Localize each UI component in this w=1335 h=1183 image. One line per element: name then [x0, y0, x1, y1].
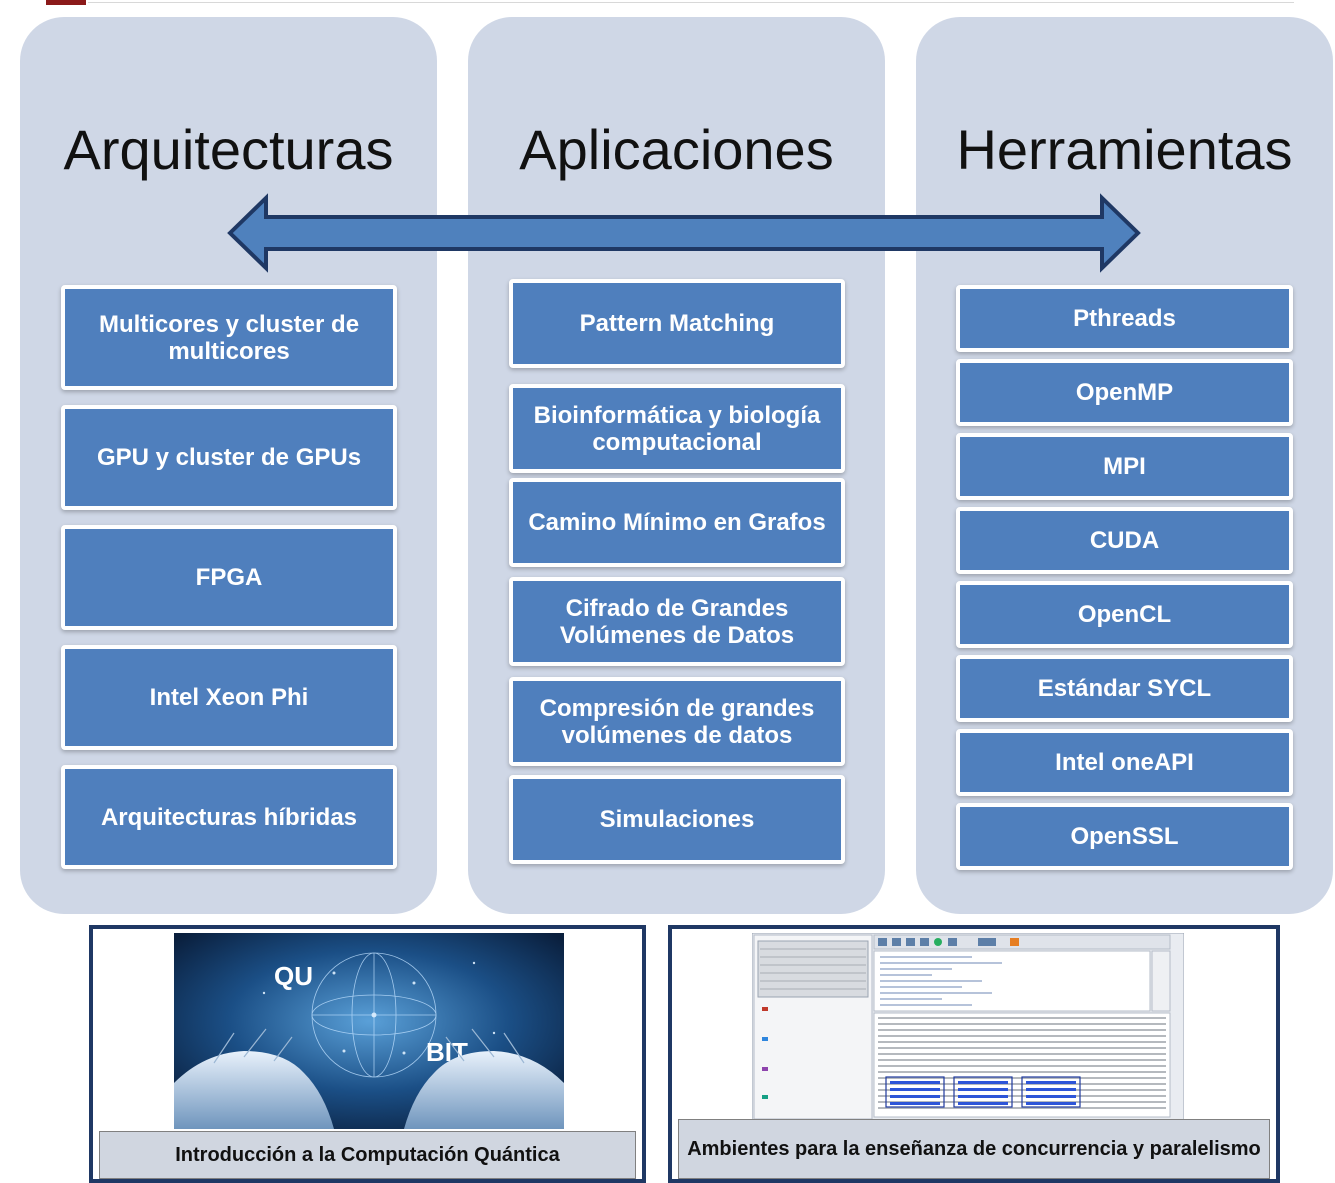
- card-ambientes-ensenanza: Ambientes para la enseñanza de concurren…: [668, 925, 1280, 1183]
- box-tool-sycl: Estándar SYCL: [956, 655, 1293, 722]
- column-title-aplicaciones: Aplicaciones: [519, 118, 834, 181]
- box-tool-opencl: OpenCL: [956, 581, 1293, 648]
- box-tool-oneapi: Intel oneAPI: [956, 729, 1293, 796]
- box-tool-pthreads: Pthreads: [956, 285, 1293, 352]
- box-app-camino-minimo: Camino Mínimo en Grafos: [509, 478, 845, 567]
- quantum-hands-image: QU BIT: [174, 933, 564, 1129]
- box-app-cifrado: Cifrado de Grandes Volúmenes de Datos: [509, 577, 845, 666]
- column-title-herramientas: Herramientas: [956, 118, 1293, 181]
- box-arq-gpu: GPU y cluster de GPUs: [61, 405, 397, 510]
- box-tool-cuda: CUDA: [956, 507, 1293, 574]
- simulator-screenshot-image: [752, 933, 1184, 1121]
- box-app-simulaciones: Simulaciones: [509, 775, 845, 864]
- box-arq-multicores: Multicores y cluster de multicores: [61, 285, 397, 390]
- header-accent-mark: [46, 0, 86, 5]
- box-arq-xeon-phi: Intel Xeon Phi: [61, 645, 397, 750]
- column-title-arquitecturas: Arquitecturas: [63, 118, 394, 181]
- card-caption-ambientes: Ambientes para la enseñanza de concurren…: [678, 1119, 1270, 1179]
- box-arq-hibridas: Arquitecturas híbridas: [61, 765, 397, 869]
- box-tool-mpi: MPI: [956, 433, 1293, 500]
- box-app-compresion: Compresión de grandes volúmenes de datos: [509, 677, 845, 766]
- quantum-label-qu: QU: [274, 961, 313, 991]
- box-tool-openmp: OpenMP: [956, 359, 1293, 426]
- header-divider: [88, 2, 1294, 3]
- box-tool-openssl: OpenSSL: [956, 803, 1293, 870]
- box-arq-fpga: FPGA: [61, 525, 397, 630]
- box-app-pattern-matching: Pattern Matching: [509, 279, 845, 368]
- box-app-bioinformatica: Bioinformática y biología computacional: [509, 384, 845, 473]
- card-computacion-quantica: QU BIT Introducción a la Computación Quá…: [89, 925, 646, 1183]
- double-arrow-icon: [227, 193, 1141, 273]
- card-caption-quantica: Introducción a la Computación Quántica: [99, 1131, 636, 1179]
